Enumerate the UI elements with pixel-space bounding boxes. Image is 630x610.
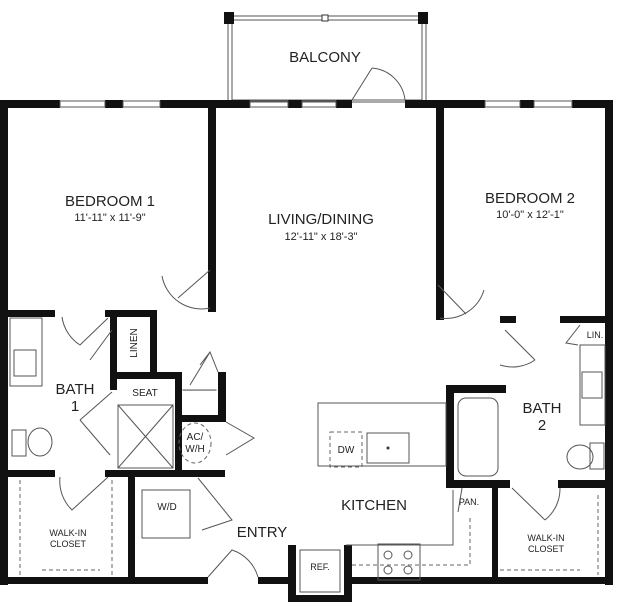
refrigerator xyxy=(299,549,341,593)
kitchen-island xyxy=(317,402,447,467)
ref-label: REF. xyxy=(310,562,330,572)
sink-icon xyxy=(581,371,603,399)
toilet-icon xyxy=(566,444,594,470)
closet1-label-line2: CLOSET xyxy=(50,539,87,549)
toilet-icon xyxy=(27,427,53,457)
acwh-label-line2: W/H xyxy=(185,444,204,455)
kitchen-label: KITCHEN xyxy=(341,497,407,514)
pantry-label: PAN. xyxy=(459,497,479,507)
bedroom2-dimensions: 10'-0" x 12'-1" xyxy=(496,209,564,221)
bath1-vanity xyxy=(9,317,43,387)
room-labels: BALCONY BEDROOM 1 11'-11" x 11'-9" LIVIN… xyxy=(49,49,603,572)
living-dimensions: 12'-11" x 18'-3" xyxy=(285,231,358,243)
closet1-label-line1: WALK-IN xyxy=(49,528,86,538)
closet2-label-line1: WALK-IN xyxy=(527,533,564,543)
wd-label: W/D xyxy=(157,502,176,513)
fixtures xyxy=(9,317,606,593)
bedroom1-label: BEDROOM 1 xyxy=(65,193,155,210)
bedroom1-dimensions: 11'-11" x 11'-9" xyxy=(74,212,145,224)
sink-icon xyxy=(13,349,37,377)
seat-label: SEAT xyxy=(132,388,157,399)
kitchen-sink-icon xyxy=(366,432,410,464)
stove-icon xyxy=(377,543,421,581)
bathtub-icon xyxy=(457,397,499,477)
shower-icon xyxy=(117,404,174,469)
interior-walls xyxy=(0,107,613,578)
bedroom2-label: BEDROOM 2 xyxy=(485,190,575,207)
bath2-label: BATH xyxy=(523,400,562,417)
linen-label: LINEN xyxy=(129,328,140,357)
bath1-label: BATH xyxy=(56,381,95,398)
bath2-vanity xyxy=(579,344,606,426)
lin-label: LIN. xyxy=(587,330,604,340)
balcony-label: BALCONY xyxy=(289,49,361,66)
bath1-number: 1 xyxy=(71,398,79,415)
balcony xyxy=(224,12,428,103)
water-heater-icon xyxy=(178,422,212,464)
bath2-number: 2 xyxy=(538,417,546,434)
closet2-label-line2: CLOSET xyxy=(528,544,565,554)
acwh-label-line1: AC/ xyxy=(187,432,204,443)
dishwasher-label: DW xyxy=(338,445,355,456)
washer-dryer xyxy=(141,489,191,539)
living-label: LIVING/DINING xyxy=(268,211,374,228)
doors xyxy=(59,269,581,578)
entry-label: ENTRY xyxy=(237,524,288,541)
exterior-walls xyxy=(0,100,613,602)
